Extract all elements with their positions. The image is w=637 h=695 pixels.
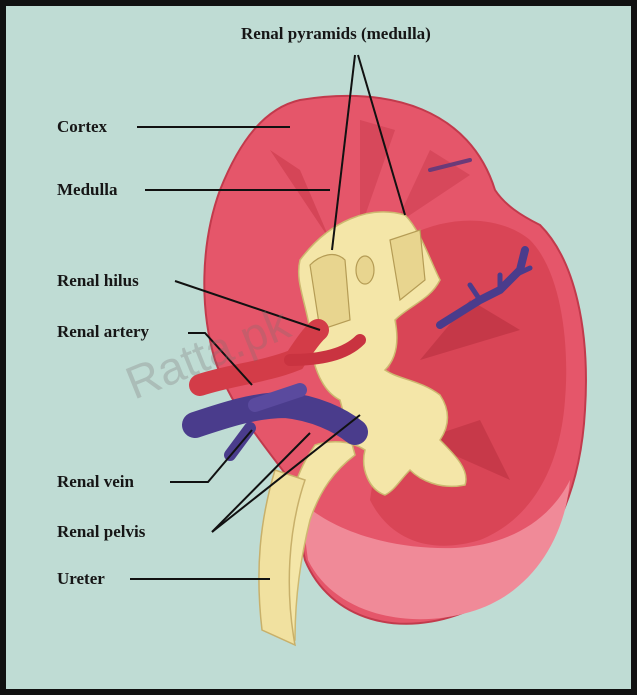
label-cortex: Cortex [57, 117, 107, 137]
label-renal-hilus: Renal hilus [57, 271, 139, 291]
label-medulla: Medulla [57, 180, 117, 200]
label-ureter: Ureter [57, 569, 105, 589]
label-renal-artery: Renal artery [57, 322, 149, 342]
label-renal-pyramids: Renal pyramids (medulla) [241, 24, 431, 44]
label-renal-pelvis: Renal pelvis [57, 522, 145, 542]
label-renal-vein: Renal vein [57, 472, 134, 492]
pyramid-section [356, 256, 374, 284]
